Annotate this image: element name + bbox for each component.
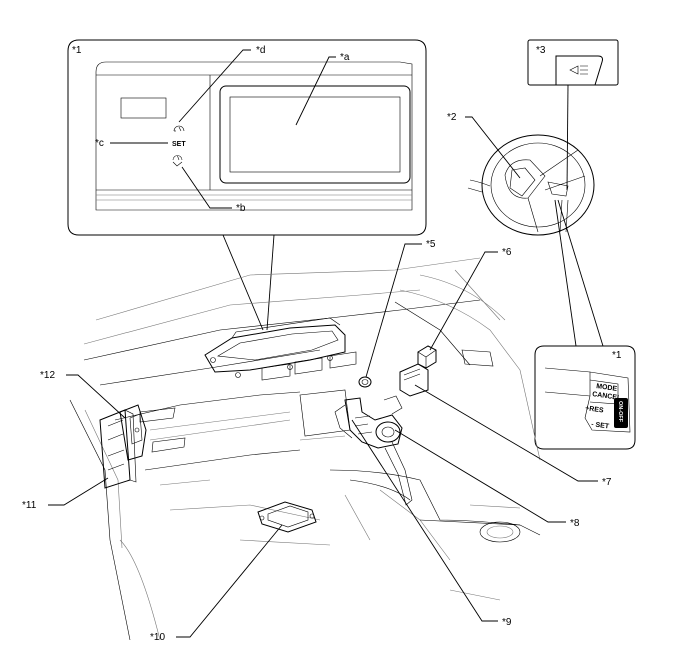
meter-set-text: SET (172, 141, 186, 148)
part-10 (257, 501, 317, 533)
callout-2: *2 (447, 112, 457, 123)
inset-leader-right (266, 234, 275, 331)
switch-set-text: - SET (591, 421, 610, 431)
callout-c: *c (95, 138, 104, 149)
switch-mode-text: MODE (596, 383, 618, 393)
cruise-control-switch-detail: MODE CANCEL +RES - SET ON-OFF (534, 345, 636, 450)
steering-column-assembly (334, 395, 413, 506)
callout-8: *8 (570, 518, 580, 529)
part-5 (358, 376, 372, 388)
switch-onoff-text: ON-OFF (617, 401, 623, 423)
callout-a: *a (340, 52, 350, 63)
callout-6: *6 (502, 247, 512, 258)
dashboard-illustration (69, 257, 541, 641)
callout-11: *11 (22, 500, 37, 511)
vehicle-distance-icon (569, 65, 588, 75)
callout-3: *3 (536, 45, 546, 56)
cruise-set-indicator-icon (172, 155, 183, 167)
callout-5: *5 (426, 239, 436, 250)
steering-wheel (467, 134, 595, 236)
inset-leader-left (222, 234, 264, 331)
meter-detail-inset: SET (67, 39, 427, 236)
callout-12: *12 (40, 370, 55, 381)
on-off-button (614, 398, 628, 428)
callouts: *1 *d *a *c *b *3 *2 *1 *5 *6 *7 *8 (22, 45, 622, 643)
callout-1-switch: *1 (612, 350, 622, 361)
callout-10: *10 (150, 632, 165, 643)
callout-7: *7 (602, 477, 612, 488)
part-6 (417, 345, 437, 369)
callout-b: *b (236, 203, 246, 214)
callout-d: *d (256, 45, 265, 56)
combination-meter (204, 317, 346, 378)
part-12 (119, 404, 147, 461)
part-7 (399, 363, 429, 397)
part-11 (99, 409, 137, 489)
cruise-control-indicator-icon (173, 125, 185, 132)
callout-1-detail: *1 (72, 45, 82, 56)
steering-switch-inset (527, 39, 619, 191)
callout-9: *9 (502, 617, 512, 628)
switch-cancel-text: CANCEL (592, 391, 623, 402)
switch-res-text: +RES (585, 405, 605, 415)
